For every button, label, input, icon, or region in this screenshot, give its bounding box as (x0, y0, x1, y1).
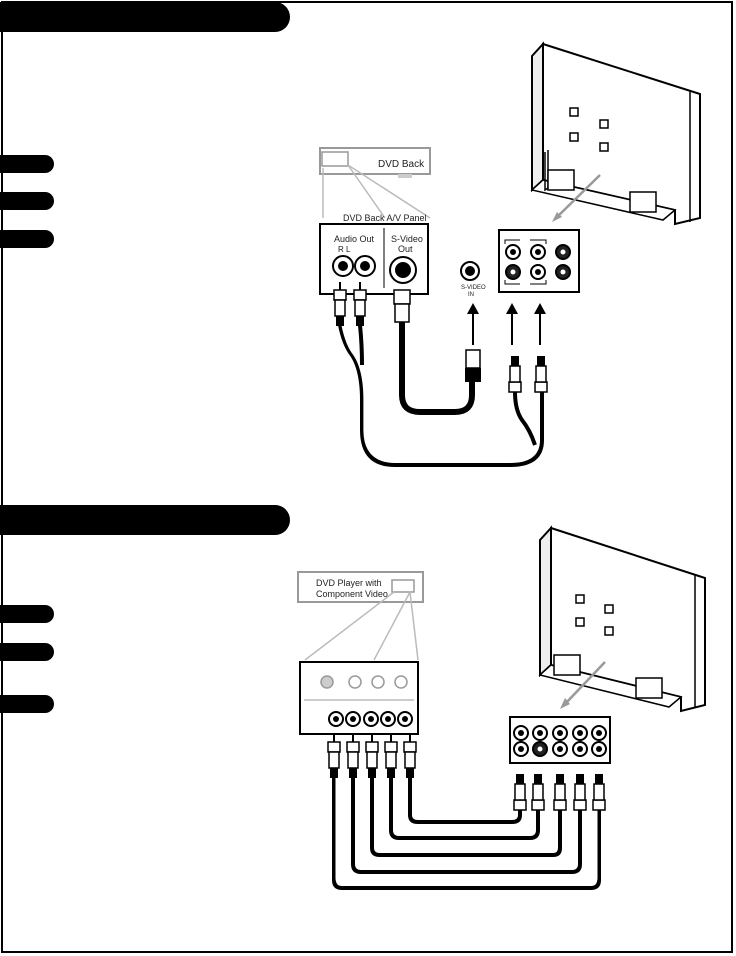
audio-out-label: Audio Out (334, 234, 375, 244)
svideo-out-label: Out (398, 244, 413, 254)
step-tab-1 (0, 155, 54, 173)
dvd-av-panel: DVD Back A/V Panel Audio Out R L S-Video… (319, 213, 429, 295)
dvd-back-label: DVD Back (378, 159, 425, 170)
panel-title: DVD Back A/V Panel (343, 213, 427, 223)
svideo-label: S-Video (391, 234, 423, 244)
tv-rear-1 (530, 41, 701, 226)
dvd-back-box: DVD Back (319, 147, 431, 219)
tv-jack-panel-1 (498, 229, 580, 293)
cables-section-2 (327, 733, 606, 890)
tv-svideo-label: S-VIDEO (461, 285, 486, 291)
cables-section-1 (333, 281, 548, 467)
tv-svideo-in-label: IN (468, 292, 474, 298)
step-tab-4 (0, 605, 54, 623)
dvd-component-panel (299, 661, 419, 735)
step-tab-3 (0, 230, 54, 248)
dvd-component-label-line1: DVD Player with (316, 578, 382, 588)
tv-jack-panel-2 (509, 716, 611, 764)
step-tab-5 (0, 643, 54, 661)
step-tab-2 (0, 192, 54, 210)
dvd-component-box: DVD Player with Component Video (297, 571, 424, 661)
audio-channel-labels: R L (338, 245, 351, 254)
section-1-header-bar (0, 2, 290, 32)
step-tab-6 (0, 695, 54, 713)
tv-rear-2 (538, 525, 706, 713)
section-2-header-bar (0, 505, 290, 535)
tv-svideo-jack: S-VIDEO IN (460, 261, 486, 298)
dvd-component-label-line2: Component Video (316, 589, 388, 599)
